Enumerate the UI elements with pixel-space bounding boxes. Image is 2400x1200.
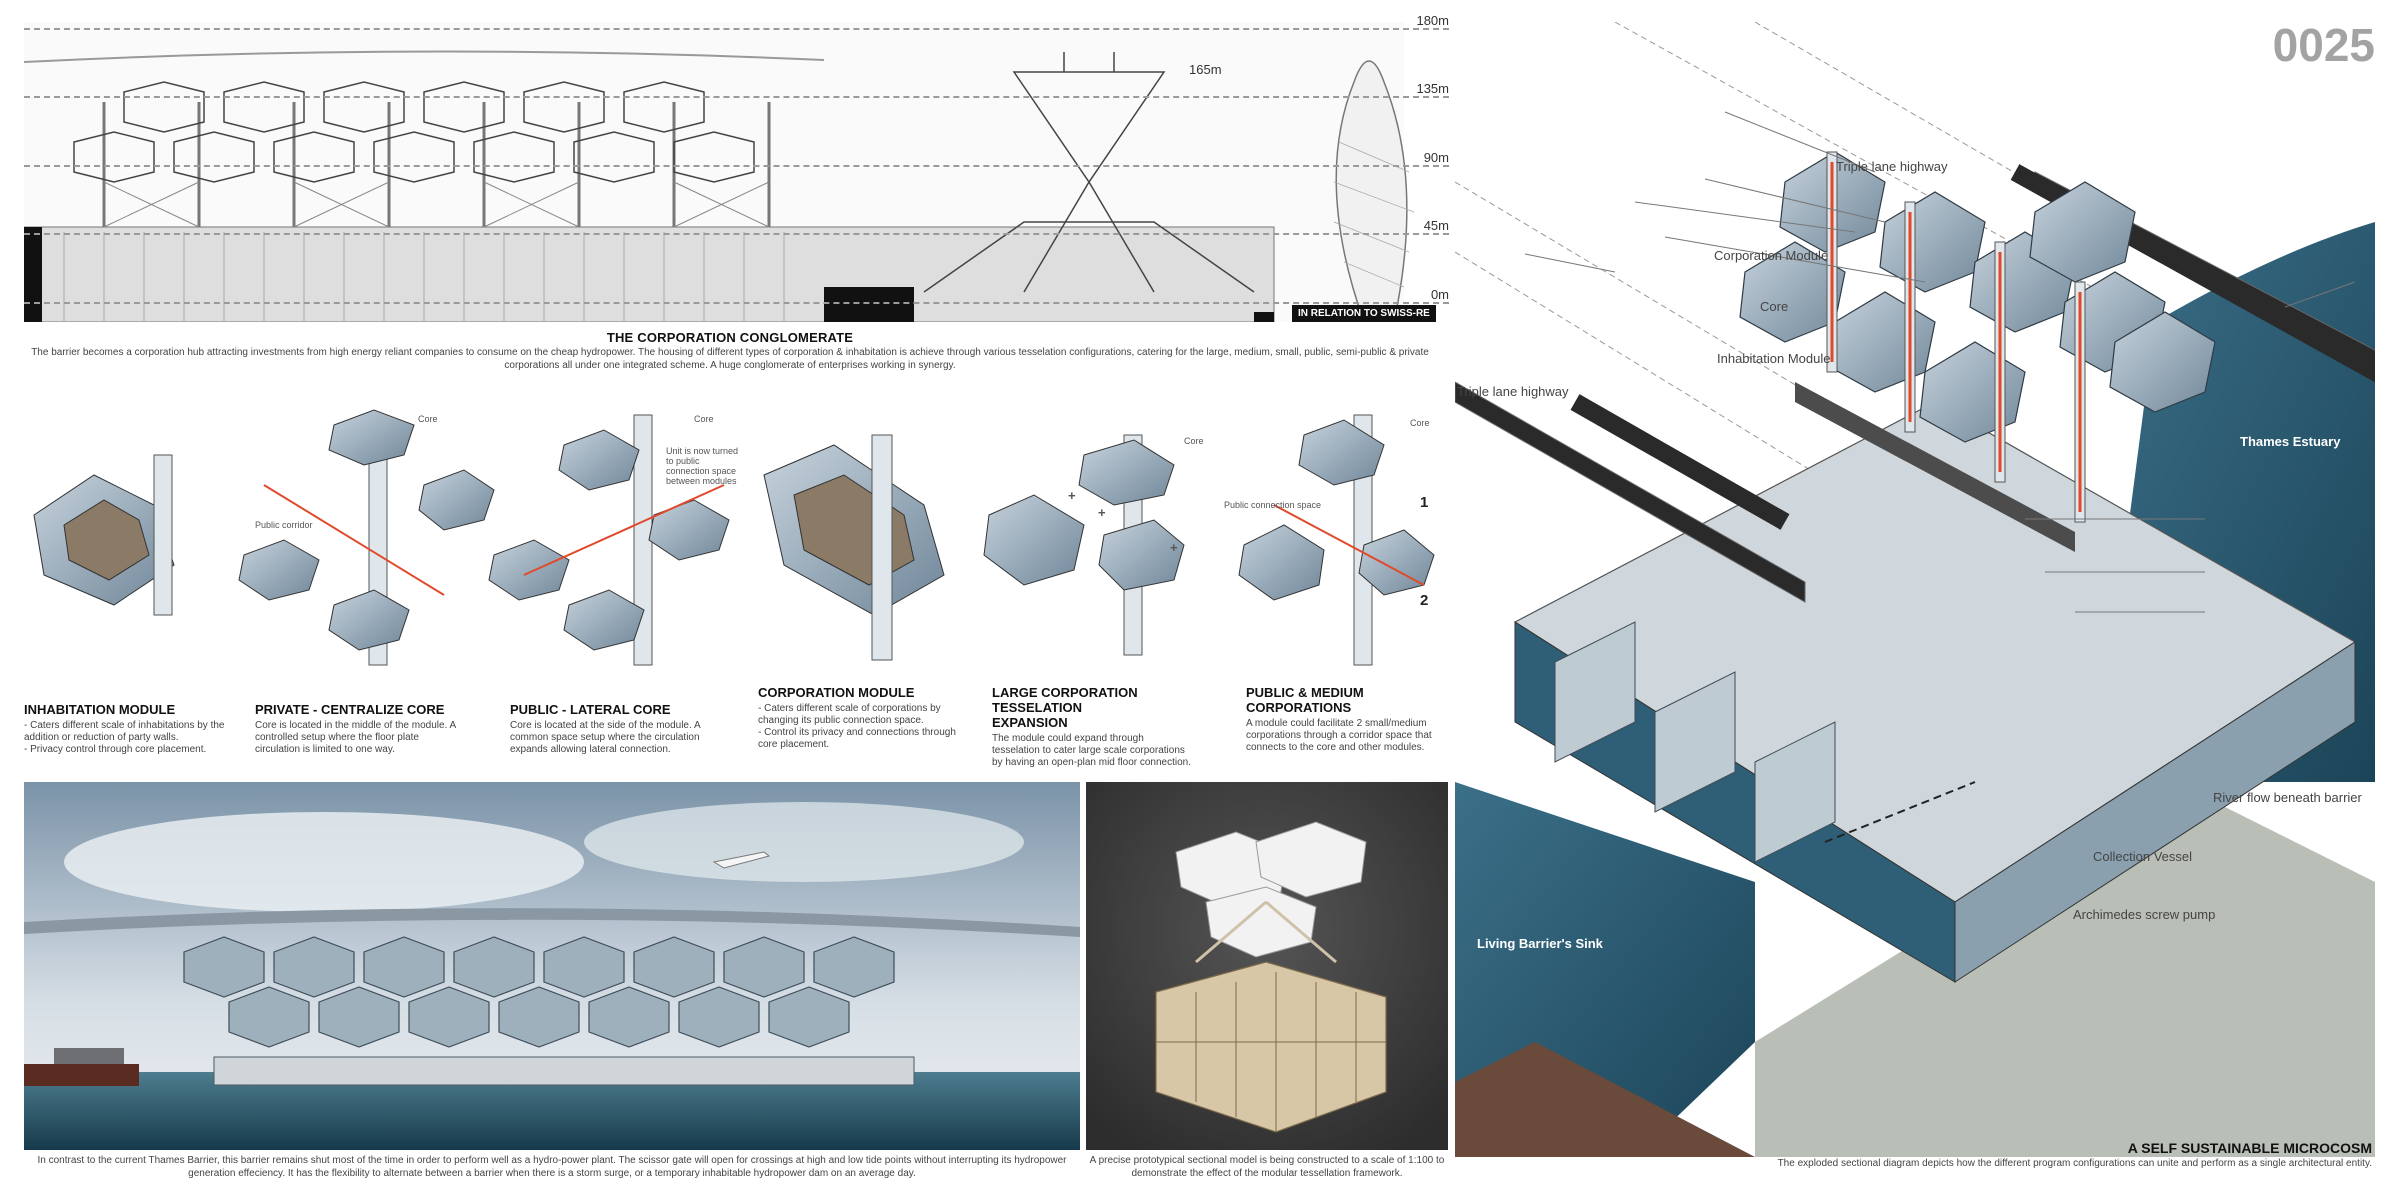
level-line (24, 302, 1449, 304)
module-label: Core (418, 414, 438, 424)
model-caption: A precise prototypical sectional model i… (1089, 1155, 1445, 1179)
module-description: A module could facilitate 2 small/medium… (1246, 718, 1432, 753)
module-label: Core (1410, 418, 1430, 428)
centralize-core-diagram (238, 409, 495, 666)
exploded-drawing (1455, 22, 2375, 1157)
module-title: INHABITATION MODULE (24, 702, 176, 717)
height-mark: 165m (1189, 62, 1222, 77)
swiss-re-tag: IN RELATION TO SWISS-RE (1292, 305, 1436, 322)
callout-highway-top: Triple lane highway (1836, 159, 1948, 174)
exploded-section: Triple lane highway Corporation Module C… (1455, 22, 2375, 1157)
callout-core: Core (1760, 299, 1789, 314)
level-line (24, 28, 1449, 30)
module-label: Core (1184, 436, 1204, 446)
render-caption: In contrast to the current Thames Barrie… (37, 1155, 1067, 1179)
corporation-module-diagram (763, 434, 945, 661)
module-label: + (1068, 488, 1076, 503)
level-label: 0m (1430, 287, 1449, 302)
callout-river-flow: River flow beneath barrier (2213, 790, 2362, 805)
level-line (24, 165, 1449, 167)
model-photo (1086, 782, 1448, 1150)
module-label: 2 (1420, 592, 1429, 609)
inhabitation-module-diagram (33, 454, 175, 616)
barrier-elevation: 180m 135m 90m 45m 0m 165m IN RELATION TO… (24, 13, 1449, 322)
module-title: LARGE CORPORATION TESSELATION EXPANSION (992, 685, 1138, 730)
module-description: Core is located in the middle of the mod… (255, 720, 456, 755)
model-image (1086, 782, 1448, 1150)
module-label: Core (694, 414, 714, 424)
level-label: 180m (1416, 13, 1449, 28)
microcosm-title: A SELF SUSTAINABLE MICROCOSM (2127, 1140, 2372, 1156)
module-label: + (1170, 540, 1178, 555)
module-description: Core is located at the side of the modul… (510, 720, 701, 755)
living-sink-label: Living Barrier's Sink (1477, 936, 1603, 951)
module-title: PRIVATE - CENTRALIZE CORE (255, 702, 445, 717)
module-label: 1 (1420, 494, 1429, 511)
module-text: INHABITATION MODULE - Caters different s… (24, 702, 234, 756)
callout-collection-vessel: Collection Vessel (2093, 849, 2192, 864)
render-image (24, 782, 1080, 1150)
module-label: Public corridor (255, 520, 313, 530)
module-description: The module could expand through tesselat… (992, 733, 1192, 768)
level-line (24, 96, 1449, 98)
module-title: PUBLIC - LATERAL CORE (510, 702, 671, 717)
module-title: CORPORATION MODULE (758, 685, 915, 700)
module-text: CORPORATION MODULE - Caters different sc… (758, 685, 958, 751)
module-label: Unit is now turned to public connection … (666, 446, 739, 486)
module-text: LARGE CORPORATION TESSELATION EXPANSION … (992, 685, 1192, 769)
module-diagrams (33, 409, 1435, 666)
module-label: Public connection space (1224, 500, 1322, 510)
callout-archimedes-pump: Archimedes screw pump (2073, 907, 2216, 922)
module-description: - Caters different scale of corporations… (758, 703, 956, 750)
module-label: + (1098, 505, 1106, 520)
module-description: - Caters different scale of inhabitation… (24, 720, 225, 755)
conglomerate-title: THE CORPORATION CONGLOMERATE (606, 330, 854, 345)
panel-number: 0025 (2272, 19, 2375, 71)
module-text: PRIVATE - CENTRALIZE CORE Core is locate… (255, 702, 465, 756)
microcosm-description: The exploded sectional diagram depicts h… (1777, 1158, 2372, 1169)
conglomerate-description: The barrier becomes a corporation hub at… (31, 347, 1429, 371)
public-medium-diagram (1238, 414, 1435, 666)
callout-inhabitation-module: Inhabitation Module (1717, 351, 1831, 366)
barrier-render (24, 782, 1080, 1150)
module-text: PUBLIC & MEDIUM CORPORATIONS A module co… (1246, 685, 1446, 754)
level-label: 90m (1423, 150, 1449, 165)
large-corporation-diagram (983, 434, 1185, 656)
elevation-drawing (24, 22, 1415, 322)
callout-corporation-module: Corporation Module (1714, 248, 1829, 263)
level-label: 135m (1416, 81, 1449, 96)
lateral-core-diagram (488, 414, 730, 666)
callout-highway-left: Triple lane highway (1457, 384, 1569, 399)
thames-estuary-label: Thames Estuary (2240, 434, 2341, 449)
module-title: PUBLIC & MEDIUM CORPORATIONS (1246, 685, 1364, 715)
level-line (24, 233, 1449, 235)
level-label: 45m (1423, 218, 1449, 233)
module-text: PUBLIC - LATERAL CORE Core is located at… (510, 702, 710, 756)
